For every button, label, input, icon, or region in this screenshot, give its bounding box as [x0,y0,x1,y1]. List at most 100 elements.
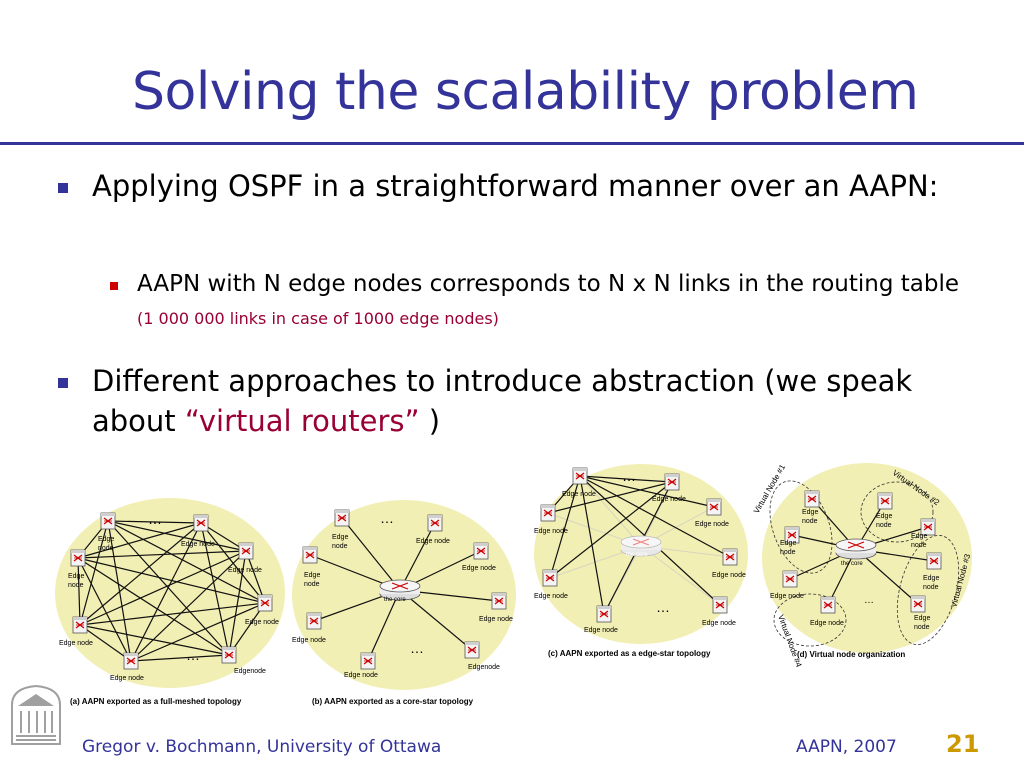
edge-router-icon [926,552,942,570]
node-label: Edge [304,572,320,579]
bullet-2-note: (1 000 000 links in case of 1000 edge no… [137,309,499,328]
edge-router-icon [664,473,680,491]
caption-c: (c) AAPN exported as a edge-star topolog… [548,649,711,658]
node-label: Edge node [59,640,93,647]
diagram-virtual-nodes: the core Edge node Edge node Edge node E… [752,462,972,668]
node-label: node [780,549,796,556]
sub-bullet-marker [110,282,118,290]
node-label: Edge [876,513,892,520]
bullet-3-highlight: “virtual routers” [184,404,420,438]
edge-router-icon [464,641,480,659]
edge-router-icon [804,490,820,508]
node-label: node [332,543,348,550]
node-label: Edge node [584,627,618,634]
node-label: Edgenode [468,664,500,671]
edge-router-icon [596,605,612,623]
edge-router-icon [123,652,139,670]
node-label: Edge node [712,572,746,579]
node-label: Edge node [181,541,215,548]
node-label: node [914,624,930,631]
virtual-group-2 [860,481,934,543]
node-label: Edge node [462,565,496,572]
ellipsis: … [410,640,424,656]
slide-title: Solving the scalability problem [132,62,919,122]
ellipsis: … [148,511,162,527]
node-label: Edge node [110,675,144,682]
edge-router-icon [360,652,376,670]
diagram-core-star: the core Edge node Edge node Edge node E… [292,500,516,706]
edge-router-icon [540,504,556,522]
node-label: Edge node [228,567,262,574]
edge-router-icon [782,570,798,588]
edge-router-icon [427,514,443,532]
edge-router-icon [491,592,507,610]
edge-router-icon [100,512,116,530]
node-label: Edge node [245,619,279,626]
caption-a: (a) AAPN exported as a full-meshed topol… [70,697,242,706]
node-label: Edge node [770,593,804,600]
university-logo-icon [11,684,61,745]
node-label: Edge node [479,616,513,623]
edge-router-icon [70,549,86,567]
edge-router-icon [72,616,88,634]
bullet-1: Applying OSPF in a straightforward manne… [92,169,939,203]
core-label: the core [626,552,648,558]
node-label: node [911,542,927,549]
edge-router-icon [706,498,722,516]
core-router-icon [835,538,877,560]
bullet-2-text: AAPN with N edge nodes corresponds to N … [137,271,960,297]
ellipsis: … [380,510,394,526]
edge-router-icon [334,509,350,527]
node-label: Edge node [292,637,326,644]
bullet-3-text: Different approaches to introduce abstra… [92,364,913,438]
edge-router-icon [257,594,273,612]
node-label: Edge [911,533,927,540]
virtual-group-1 [769,480,833,574]
edge-router-icon [473,542,489,560]
edge-router-icon [820,596,836,614]
bullet-3: Different approaches to introduce abstra… [92,361,992,441]
bullet-marker [58,183,68,193]
diagram-edge-star: the core Edge node Edge node Edge node E… [534,464,748,658]
node-label: Edge node [344,672,378,679]
bullet-marker [58,378,68,388]
node-label: Edge node [562,491,596,498]
core-router-icon [620,535,662,557]
ellipsis: … [656,599,670,615]
core-label: the core [841,561,863,567]
node-label: Edge node [534,528,568,535]
node-label: Edge [332,534,348,541]
bullet-2: AAPN with N edge nodes corresponds to N … [137,268,977,335]
edge-router-icon [877,492,893,510]
node-label: Edge node [416,538,450,545]
node-label: Edge node [695,521,729,528]
node-label: node [98,545,114,552]
virtual-group-4 [773,593,847,647]
node-label: Edgenode [234,668,266,675]
ellipsis: … [622,468,636,484]
edge-router-icon [722,548,738,566]
core-router-icon [379,579,421,601]
node-label: Edge [914,615,930,622]
virtual-group-3 [896,535,960,645]
edge-router-icon [306,612,322,630]
core-label: the core [384,597,406,603]
bullet-3-suffix: ) [419,404,441,438]
edge-router-icon [542,569,558,587]
node-label: node [923,584,939,591]
edge-router-icon [910,595,926,613]
node-label: Edge [923,575,939,582]
caption-d: (d) Virtual node organization [797,650,905,659]
footer-event: AAPN, 2007 [796,737,897,757]
edge-router-icon [221,646,237,664]
node-label: Edge [68,573,84,580]
node-label: Edge node [702,620,736,627]
node-label: Edge node [652,496,686,503]
edge-router-icon [238,542,254,560]
node-label: Edge [802,509,818,516]
mesh-ellipse [55,498,285,688]
title-underline [0,142,1024,145]
node-label: Edge [98,536,114,543]
node-label: Edge node [810,620,844,627]
